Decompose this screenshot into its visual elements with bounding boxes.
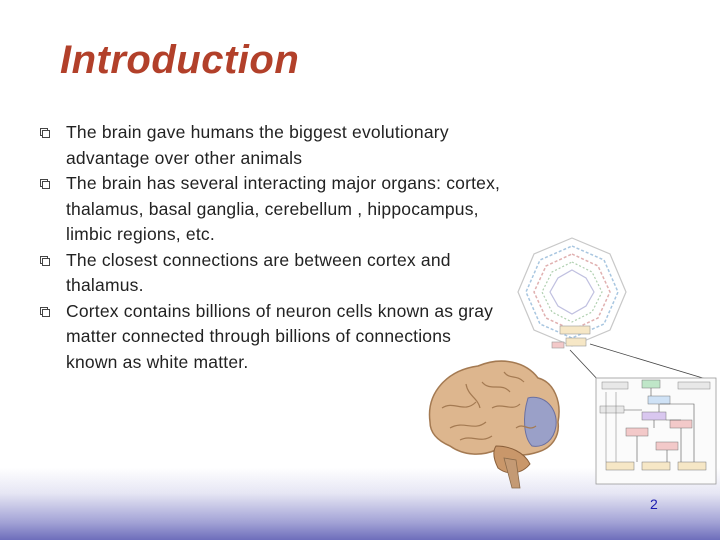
square-bullet-icon	[40, 128, 50, 138]
circuit-detail-box	[595, 377, 717, 485]
bullet-text: Cortex contains billions of neuron cells…	[66, 300, 494, 372]
square-bullet-icon	[40, 255, 50, 266]
bullet-list: The brain gave humans the biggest evolut…	[36, 120, 506, 375]
bullet-item: The brain gave humans the biggest evolut…	[36, 120, 506, 171]
bullet-text: The closest connections are between cort…	[66, 249, 451, 296]
square-bullet-icon	[40, 179, 50, 189]
slide-title: Introduction	[60, 38, 300, 82]
square-bullet-icon	[40, 306, 50, 317]
brain-network-diagram-icon	[428, 237, 717, 489]
bullet-text: The brain has several interacting major …	[66, 173, 501, 244]
bullet-text: The brain gave humans the biggest evolut…	[66, 122, 449, 168]
bullet-item: The brain has several interacting major …	[36, 171, 506, 248]
bullet-item: The closest connections are between cort…	[36, 248, 506, 299]
bullet-item: Cortex contains billions of neuron cells…	[36, 299, 506, 376]
page-number: 2	[650, 496, 658, 512]
brain-illustration	[428, 360, 560, 489]
octagon-network-ring	[517, 237, 627, 349]
